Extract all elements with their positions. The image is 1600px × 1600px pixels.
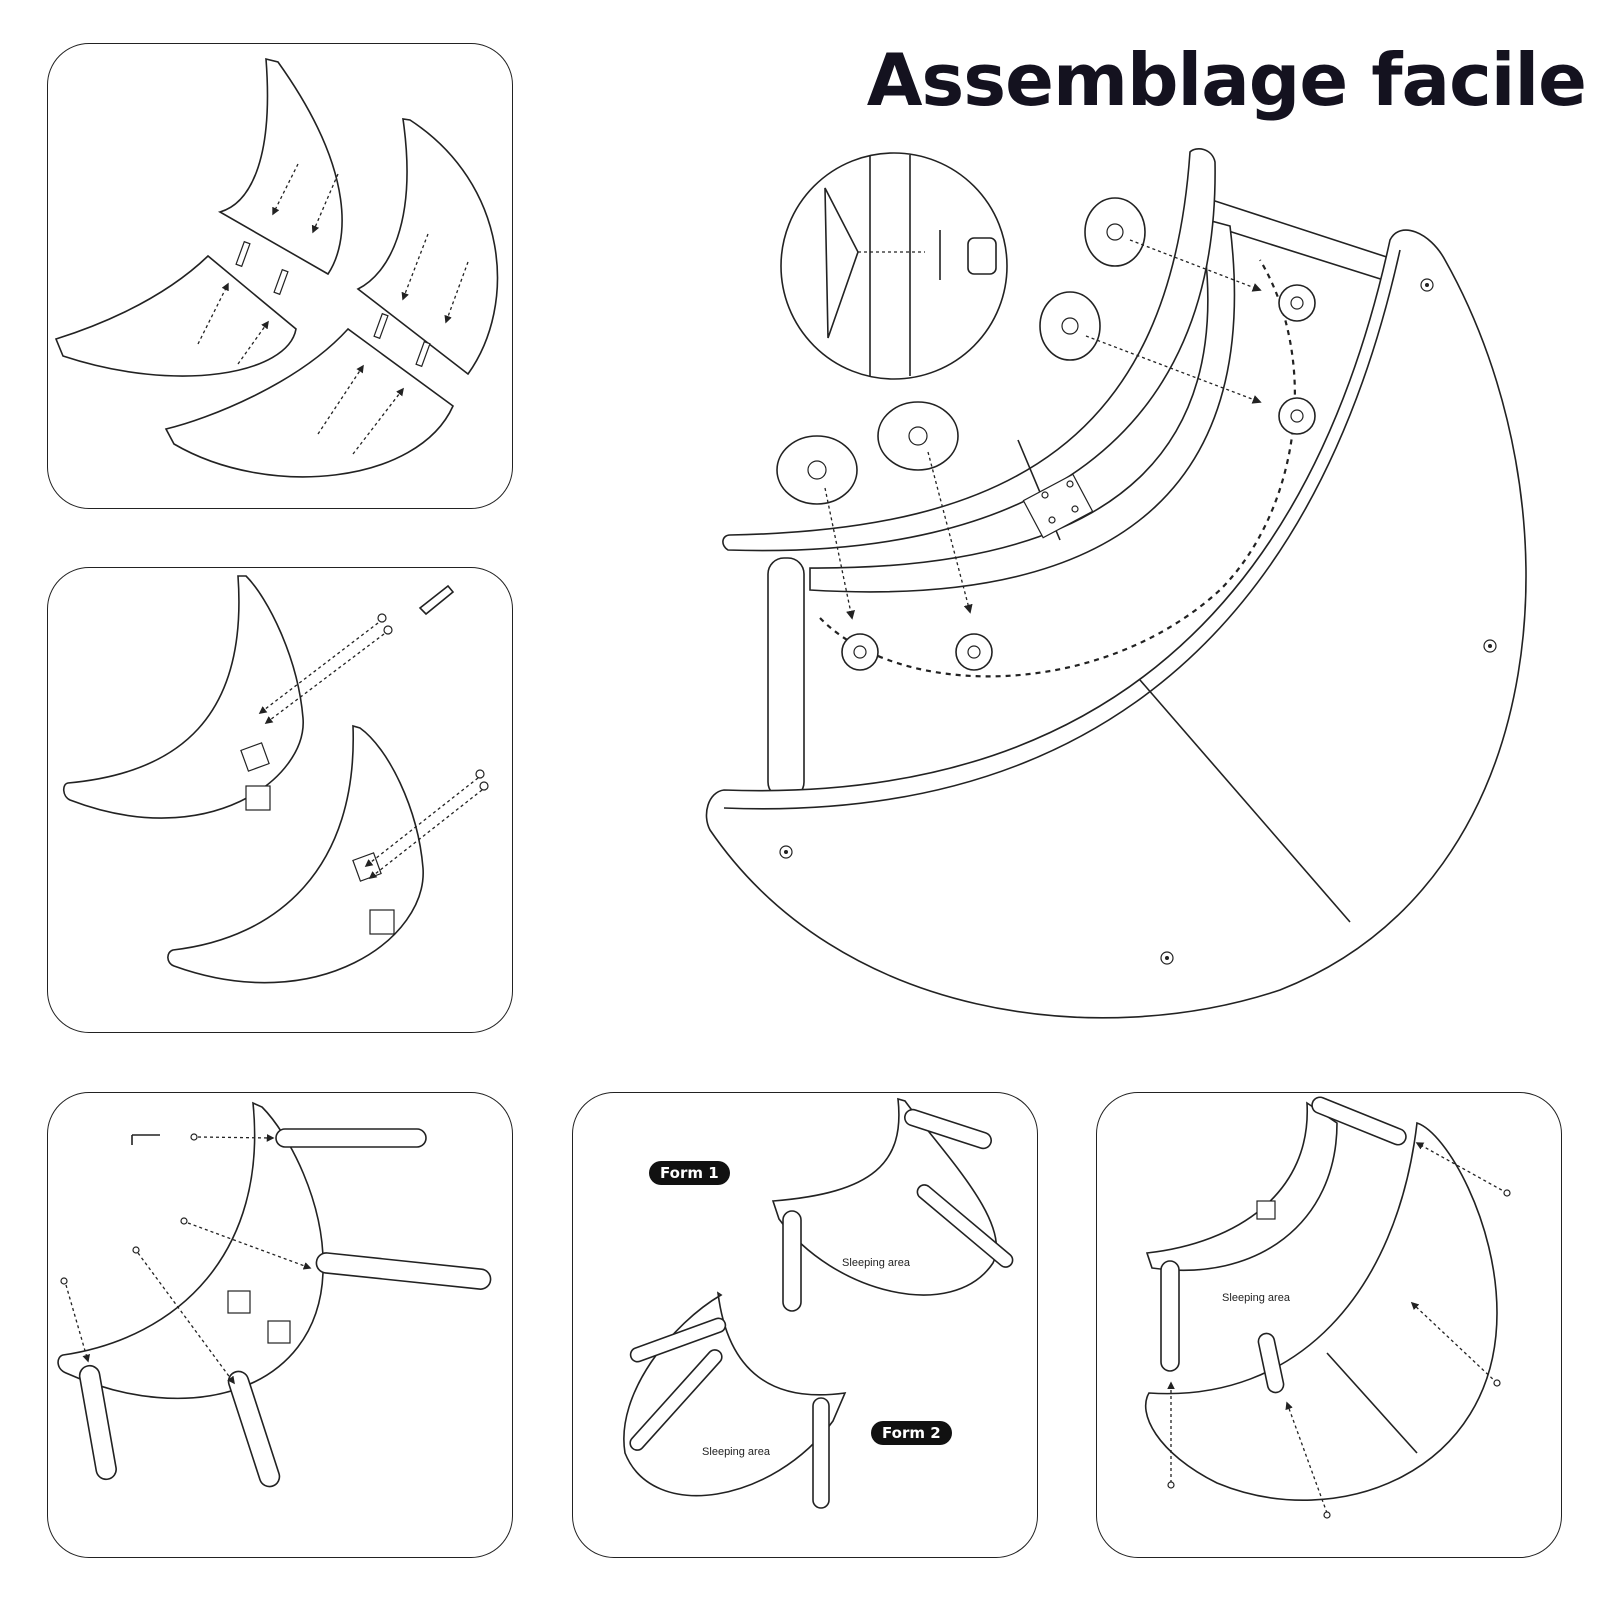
- metal-bracket-icon: [369, 909, 395, 935]
- wooden-dowel-icon: [629, 1349, 723, 1451]
- inner-board: [809, 216, 1236, 593]
- right-crescent-panel: [705, 229, 1527, 1019]
- wooden-dowel-icon: [904, 1108, 992, 1150]
- metal-bracket-icon: [1256, 1200, 1276, 1220]
- screw-icon: [1167, 1189, 1511, 1519]
- hex-key-icon: [131, 1134, 160, 1145]
- wooden-dowel-icon: [1311, 1096, 1407, 1146]
- cam-screw-icon: [776, 197, 1146, 505]
- page-title: Assemblage facile: [866, 38, 1587, 122]
- step-panel-final-assembly: Sleeping area: [1096, 1092, 1562, 1558]
- hex-key-icon: [418, 584, 455, 616]
- wooden-dowel-icon: [1257, 1332, 1285, 1394]
- screw-icon: [377, 613, 489, 791]
- cam-rotation-path: [819, 259, 1296, 678]
- board-lower-left: [54, 254, 297, 377]
- form2-structure: [623, 1291, 847, 1497]
- step-panel-brackets: [47, 567, 513, 1033]
- form2-badge: Form 2: [871, 1421, 952, 1445]
- board-lower-right: [164, 327, 454, 478]
- wooden-dowel-icon: [227, 1370, 281, 1488]
- sleeping-area-label: Sleeping area: [702, 1446, 770, 1458]
- crescent-board-1: [62, 575, 304, 819]
- metal-bracket-icon: [267, 1320, 291, 1344]
- wooden-dowel-icon: [629, 1317, 727, 1363]
- board-upper-left: [217, 57, 343, 276]
- crescent-board-2: [167, 724, 424, 984]
- screw-icon: [60, 1133, 198, 1285]
- main-assembly-diagram: [705, 148, 1527, 1019]
- form1-structure: [771, 1097, 998, 1296]
- metal-bracket-icon: [1022, 473, 1094, 539]
- metal-bracket-icon: [227, 1290, 251, 1314]
- wooden-dowel-icon: [1160, 1260, 1180, 1372]
- wooden-dowel-icon: [812, 1397, 830, 1509]
- wooden-dowel-icon: [782, 1210, 802, 1312]
- cam-lock-icon: [841, 284, 1316, 671]
- cam-hole-icon: [779, 278, 1497, 965]
- detail-magnifier: [780, 152, 1008, 380]
- wooden-dowel-icon: [916, 1184, 1014, 1268]
- sleeping-area-label: Sleeping area: [842, 1257, 910, 1269]
- wooden-dowel-icon: [315, 1252, 492, 1290]
- front-dowel: [767, 557, 805, 799]
- step-panel-dowel-boards: [47, 43, 513, 509]
- wooden-dowel-icon: [78, 1364, 117, 1481]
- left-crescent-panel: [722, 148, 1216, 552]
- form1-badge: Form 1: [649, 1161, 730, 1185]
- metal-bracket-icon: [245, 785, 271, 811]
- wooden-dowel-icon: [275, 1128, 427, 1148]
- back-rail: [1145, 1101, 1338, 1272]
- board-upper-right: [356, 118, 499, 376]
- wooden-dowel-icon: [235, 240, 431, 368]
- sleeping-area-label: Sleeping area: [1222, 1292, 1290, 1304]
- metal-bracket-icon: [240, 742, 270, 772]
- step-panel-forms: Form 1 Form 2 Sleeping area Sleeping are…: [572, 1092, 1038, 1558]
- step-panel-rods: [47, 1092, 513, 1558]
- crescent-board: [57, 1101, 324, 1400]
- crescent-panel: [1144, 1121, 1498, 1501]
